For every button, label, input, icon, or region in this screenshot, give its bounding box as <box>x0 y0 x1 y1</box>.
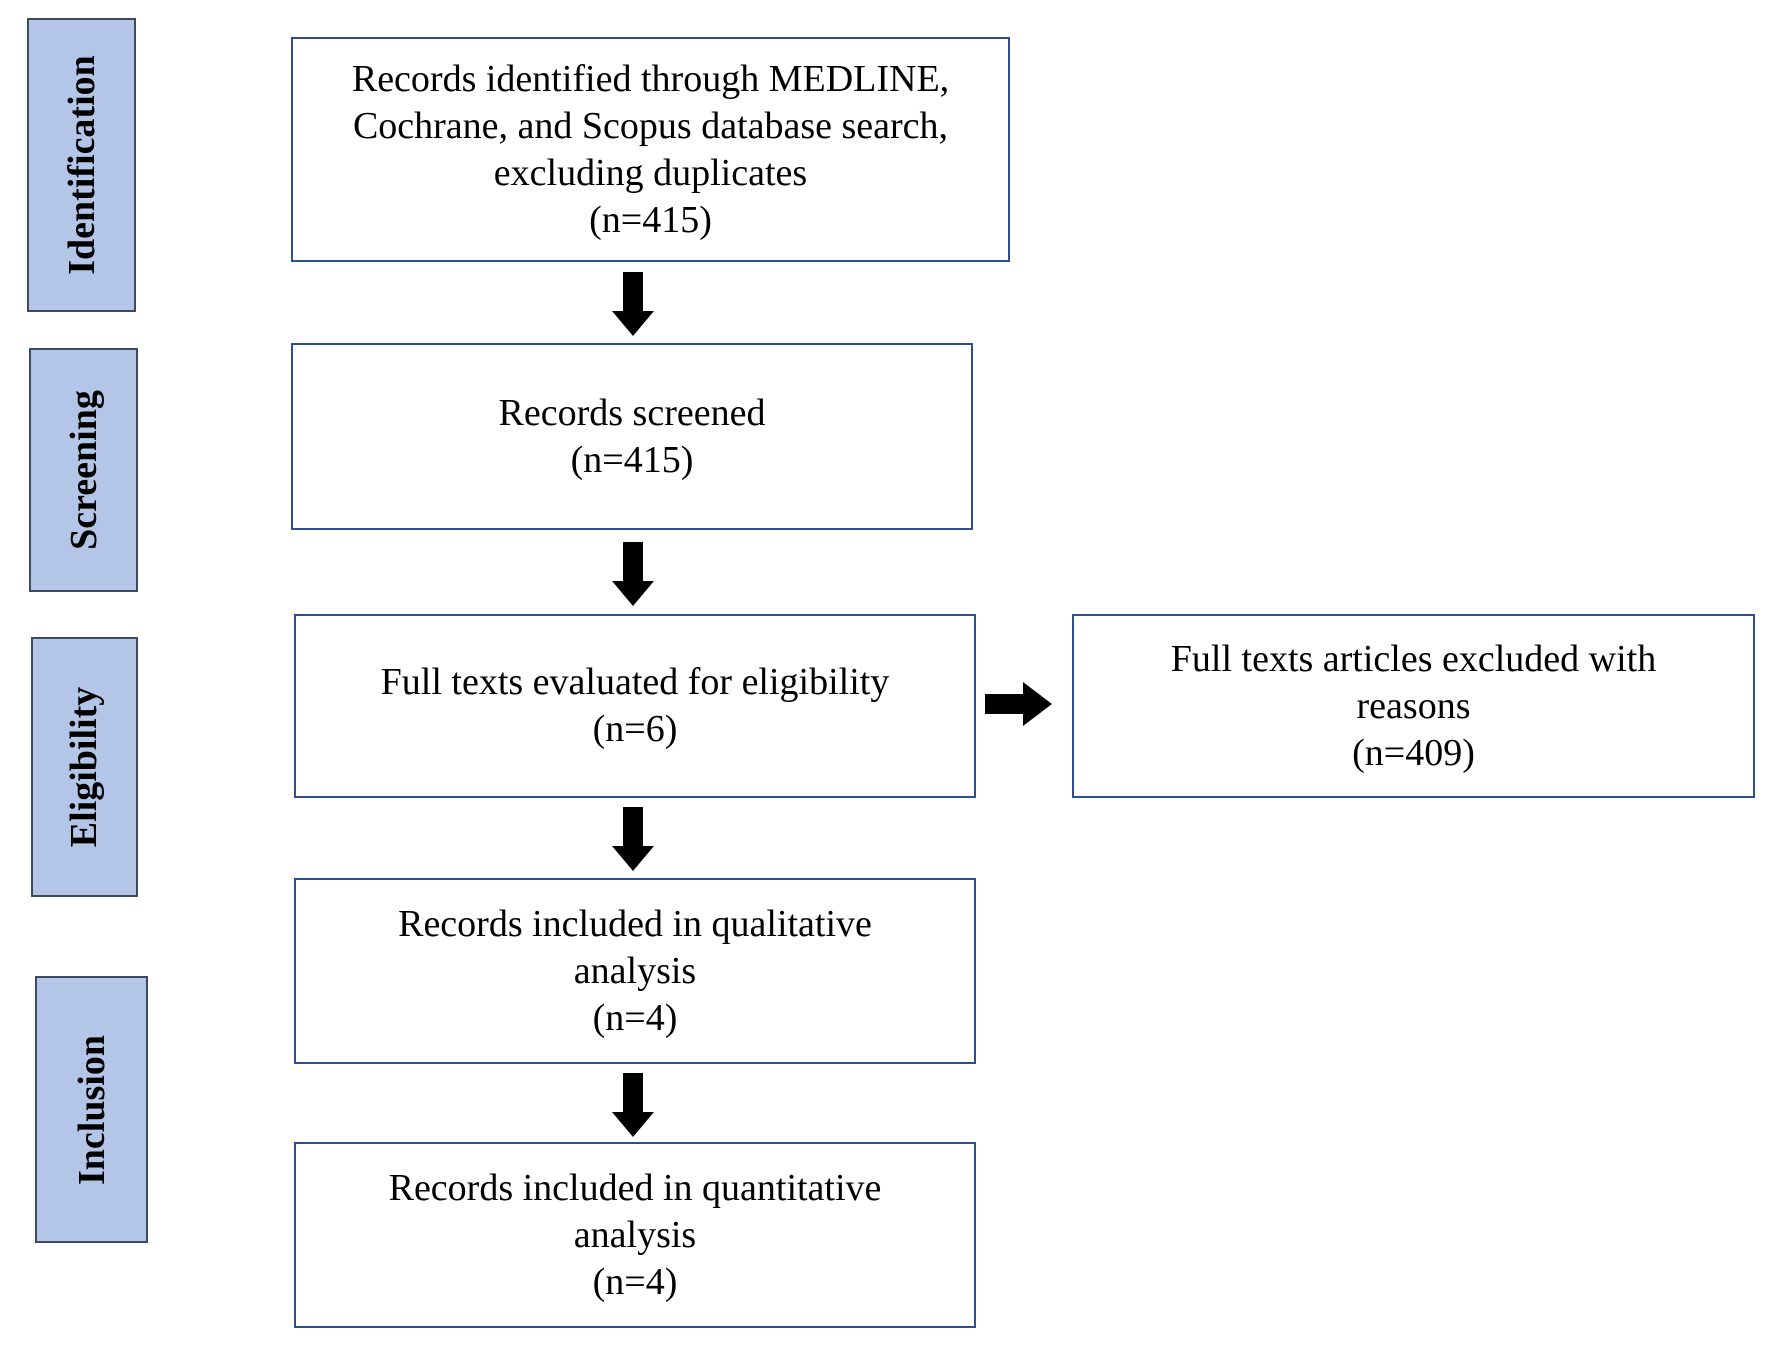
box-text-line: analysis <box>573 1213 697 1256</box>
box-qualitative-analysis: Records included in qualitative analysis… <box>294 878 976 1064</box>
box-full-texts-excluded: Full texts articles excluded with reason… <box>1072 614 1755 798</box>
arrow-down-4 <box>612 1073 654 1137</box>
phase-inclusion: Inclusion <box>35 976 148 1243</box>
box-count: (n=4) <box>592 996 678 1039</box>
arrow-down-1 <box>612 272 654 336</box>
box-count: (n=415) <box>589 198 712 241</box>
arrow-down-2 <box>612 542 654 606</box>
box-text-line: Full texts evaluated for eligibility <box>380 661 890 703</box>
box-count: (n=409) <box>1352 731 1475 774</box>
box-text-line: Records included in qualitative <box>398 902 872 945</box>
box-records-identified: Records identified through MEDLINE, Coch… <box>291 37 1010 262</box>
box-count: (n=415) <box>570 438 694 481</box>
box-text-line: Full texts articles excluded with <box>1170 637 1657 680</box>
phase-identification: Identification <box>27 18 136 312</box>
box-count: (n=6) <box>592 708 678 750</box>
box-text-line: Records identified through MEDLINE, <box>351 57 950 100</box>
box-quantitative-analysis: Records included in quantitative analysi… <box>294 1142 976 1328</box>
arrow-down-3 <box>612 807 654 871</box>
box-text-line: Cochrane, and Scopus database search, <box>352 104 949 147</box>
box-count: (n=4) <box>592 1260 678 1303</box>
box-full-texts-evaluated: Full texts evaluated for eligibility (n=… <box>294 614 976 798</box>
box-text-line: Records screened <box>498 391 766 434</box>
phase-eligibility: Eligibility <box>31 637 138 897</box>
box-text-line: excluding duplicates <box>493 151 808 194</box>
box-text-line: reasons <box>1356 684 1471 727</box>
box-records-screened: Records screened (n=415) <box>291 343 973 530</box>
phase-screening: Screening <box>29 348 138 592</box>
box-text-line: analysis <box>573 949 697 992</box>
box-text-line: Records included in quantitative <box>388 1166 882 1209</box>
arrow-right-excluded <box>985 682 1052 726</box>
